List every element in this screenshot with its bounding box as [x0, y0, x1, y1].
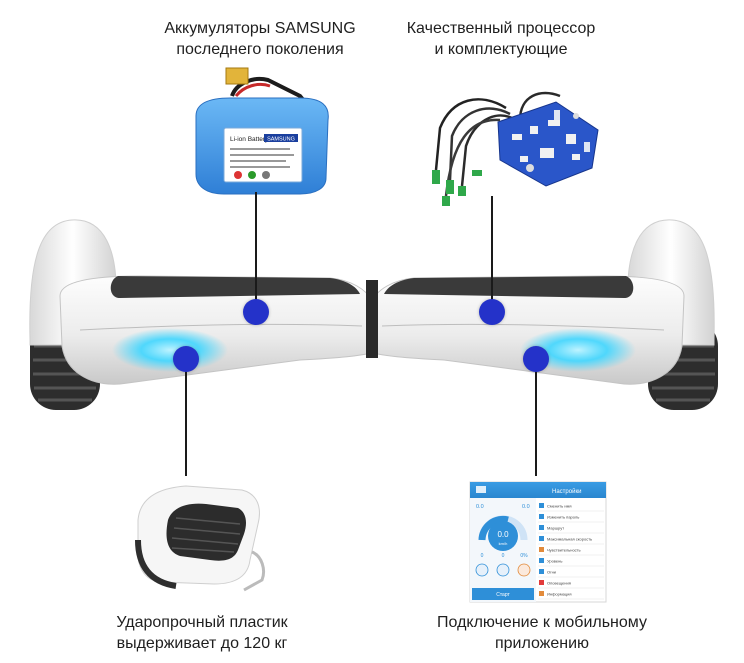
app-menu-item: Огни — [538, 569, 604, 578]
app-stat-left: 0.0 — [476, 504, 484, 510]
app-menu-item: Оповещения — [538, 580, 604, 589]
app-mini-stat-1: 0 — [481, 553, 484, 559]
hoverboard — [29, 219, 718, 410]
app-menu-item-label: Маршрут — [547, 526, 564, 531]
app-stat-right: 0.0 — [522, 504, 530, 510]
app-menu-item-icon — [539, 591, 544, 596]
app-menu-item-icon — [539, 558, 544, 563]
app-menu-item: Максимальная скорость — [538, 536, 604, 545]
app-menu-item-icon — [539, 580, 544, 585]
plastic-caption-line2: выдерживает до 120 кг — [116, 635, 288, 652]
plastic-caption: Ударопрочный пластик выдерживает до 120 … — [92, 612, 312, 654]
app-menu-item: Уровень — [538, 558, 604, 567]
app-caption-line2: приложению — [494, 635, 590, 652]
app-caption: Подключение к мобильному приложению — [422, 612, 662, 654]
app-gauge-unit: km/h — [499, 541, 508, 546]
plastic-caption-line1: Ударопрочный пластик — [116, 614, 288, 631]
app-menu-item-label: Огни — [547, 570, 556, 575]
processor-caption-line1: Качественный процессор — [406, 20, 596, 37]
right-foot-pad — [384, 276, 634, 298]
app-menu-item: Маршрут — [538, 525, 604, 534]
app-gauge-value: 0.0 — [497, 530, 509, 539]
app-menu-item-label: Информация — [547, 592, 572, 597]
app-menu-item-label: Уровень — [547, 559, 562, 564]
battery-label-name: Li-ion Battery — [230, 136, 269, 143]
processor-callout-dot — [479, 299, 505, 325]
app-menu-item: Чувствительность — [538, 547, 604, 556]
app-start-label: Старт — [496, 592, 510, 598]
processor-caption: Качественный процессор и комплектующие — [386, 18, 616, 60]
app-menu-item-label: Изменить пароль — [547, 515, 579, 520]
app-menu-item-label: Сменить имя — [547, 504, 571, 509]
plastic-callout-dot — [173, 346, 199, 372]
app-title: Настройки — [552, 488, 581, 495]
battery-caption-line1: Аккумуляторы SAMSUNG — [164, 20, 356, 37]
center-joint — [366, 280, 378, 358]
app-menu-item-label: Оповещения — [547, 581, 571, 586]
app-mini-stat-3: 0% — [520, 553, 528, 559]
app-callout-dot — [523, 346, 549, 372]
processor-board-image — [432, 91, 599, 206]
mobile-app-screen-image: Настройки 0.0 0.0 0.0 km/h 0 0 0% Старт … — [469, 481, 607, 603]
battery-callout-dot — [243, 299, 269, 325]
app-mini-stat-2: 0 — [502, 553, 505, 559]
plastic-body-image — [135, 485, 266, 592]
battery-image: Li-ion Battery SAMSUNG — [195, 67, 329, 195]
battery-caption-line2: последнего поколения — [176, 41, 344, 58]
left-led-light — [112, 328, 228, 372]
app-menu-item-label: Чувствительность — [547, 548, 581, 553]
app-menu-item: Сменить имя — [538, 503, 604, 512]
app-menu-item-icon — [539, 503, 544, 508]
app-menu-item-icon — [539, 536, 544, 541]
app-menu-item-icon — [539, 525, 544, 530]
app-menu-item-label: Максимальная скорость — [547, 537, 592, 542]
left-foot-pad — [110, 276, 360, 298]
processor-caption-line2: и комплектующие — [434, 41, 568, 58]
battery-label-brand: SAMSUNG — [267, 137, 295, 143]
app-menu-item-icon — [539, 514, 544, 519]
right-led-light — [520, 328, 636, 372]
app-caption-line1: Подключение к мобильному — [437, 614, 647, 631]
app-menu-item-icon — [539, 547, 544, 552]
app-menu-item: Информация — [538, 591, 604, 600]
app-menu-item-icon — [539, 569, 544, 574]
battery-caption: Аккумуляторы SAMSUNG последнего поколени… — [140, 18, 380, 60]
app-menu-item: Изменить пароль — [538, 514, 604, 523]
callout-lines — [185, 192, 537, 476]
